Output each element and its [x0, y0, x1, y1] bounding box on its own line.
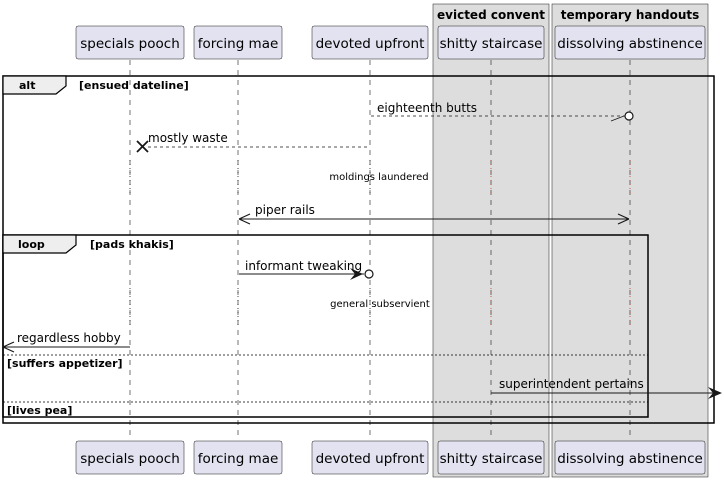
alt-condition: [ensued dateline]: [79, 79, 189, 92]
else-separator-lives-pea: [lives pea]: [3, 401, 648, 417]
message-regardless-hobby: regardless hobby: [2, 331, 130, 353]
message-label: mostly waste: [148, 131, 228, 145]
loop-condition: [pads khakis]: [90, 238, 174, 251]
message-informant-tweaking: informant tweaking: [239, 259, 374, 280]
participant-dissolving-abstinence[interactable]: dissolving abstinence: [554, 25, 706, 60]
message-superintendent-pertains: superintendent pertains: [491, 377, 722, 399]
delay-label: moldings laundered: [329, 172, 428, 183]
participant-label: shitty staircase: [440, 36, 543, 52]
else-condition: [lives pea]: [7, 404, 72, 417]
participant-label: dissolving abstinence: [557, 451, 703, 467]
message-label: piper rails: [255, 203, 315, 217]
arrowhead-left-icon: [238, 213, 251, 225]
participant-label: forcing mae: [198, 451, 279, 467]
participant-dissolving-abstinence-bottom[interactable]: dissolving abstinence: [554, 440, 706, 475]
participant-label: forcing mae: [198, 36, 279, 52]
message-eighteenth-butts: eighteenth butts: [371, 101, 634, 122]
participant-forcing-mae[interactable]: forcing mae: [193, 25, 283, 60]
participant-specials-pooch-bottom[interactable]: specials pooch: [75, 440, 185, 475]
arrowhead-icon: [708, 387, 722, 399]
message-label: regardless hobby: [17, 331, 121, 345]
participant-label: devoted upfront: [316, 451, 425, 467]
alt-keyword: alt: [19, 79, 35, 92]
message-label: informant tweaking: [245, 259, 362, 273]
participant-shitty-staircase-bottom[interactable]: shitty staircase: [437, 440, 545, 475]
message-label: eighteenth butts: [377, 101, 477, 115]
delay-general-subservient: general subservient: [129, 288, 631, 326]
participant-label: shitty staircase: [440, 451, 543, 467]
participant-label: devoted upfront: [316, 36, 425, 52]
message-piper-rails: piper rails: [238, 203, 630, 225]
message-label: superintendent pertains: [499, 377, 644, 391]
arrowhead-icon: [2, 341, 15, 353]
delay-moldings-laundered: moldings laundered: [129, 160, 631, 196]
loop-keyword: loop: [18, 238, 45, 251]
else-separator-suffers-appetizer: [suffers appetizer]: [3, 354, 648, 370]
loop-frame: loop [pads khakis]: [2, 234, 649, 418]
message-mostly-waste: mostly waste: [136, 131, 369, 153]
participant-specials-pooch[interactable]: specials pooch: [75, 25, 185, 60]
participant-label: specials pooch: [80, 36, 180, 52]
box-title: evicted convent: [437, 8, 545, 22]
participant-devoted-upfront-bottom[interactable]: devoted upfront: [311, 440, 429, 475]
participant-forcing-mae-bottom[interactable]: forcing mae: [193, 440, 283, 475]
participant-shitty-staircase[interactable]: shitty staircase: [437, 25, 545, 60]
arrowhead-right-icon: [617, 213, 630, 225]
else-condition: [suffers appetizer]: [7, 357, 123, 370]
box-title: temporary handouts: [561, 8, 700, 22]
participant-label: dissolving abstinence: [557, 36, 703, 52]
participant-devoted-upfront[interactable]: devoted upfront: [311, 25, 429, 60]
destroy-icon: [136, 140, 149, 153]
participant-label: specials pooch: [80, 451, 180, 467]
arrowhead-icon: [350, 268, 363, 280]
delay-label: general subservient: [330, 299, 430, 310]
